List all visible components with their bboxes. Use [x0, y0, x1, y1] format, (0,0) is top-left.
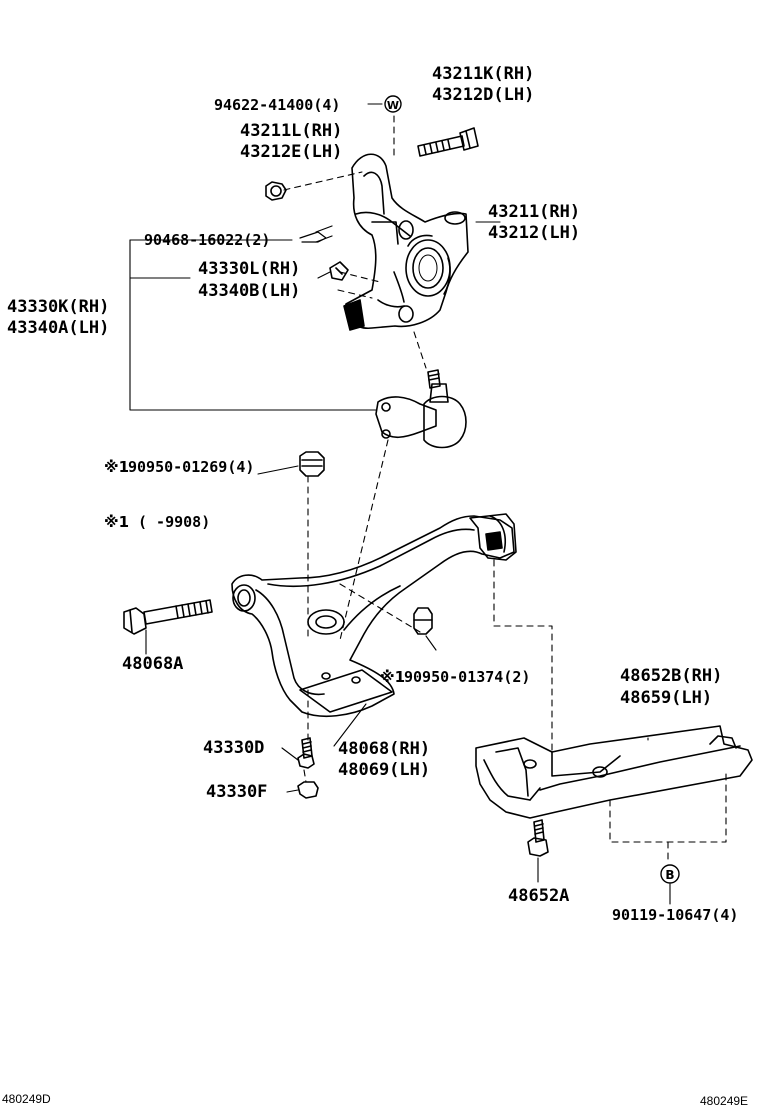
label-48069: 48069(LH)	[338, 760, 431, 780]
ball-joint-bolt	[297, 737, 315, 769]
label-90950-01374: 90950-01374(2)	[404, 668, 531, 686]
label-43340A: 43340A(LH)	[7, 318, 110, 338]
lower-control-arm	[231, 513, 517, 718]
ball-joint-clip	[329, 261, 349, 281]
b-marker-icon: B	[660, 864, 680, 884]
label-90119: 90119-10647(4)	[612, 906, 739, 924]
label-90950-01269: 90950-01269(4)	[128, 458, 255, 476]
knuckle-nut	[265, 181, 287, 201]
note-symbol-3: ※1	[380, 668, 406, 686]
label-43330D: 43330D	[203, 738, 265, 758]
label-43212: 43212(LH)	[488, 223, 581, 243]
label-43212E: 43212E(LH)	[240, 142, 343, 162]
b-marker-letter: B	[665, 868, 674, 882]
bushing-upper	[299, 451, 325, 477]
arm-bracket	[475, 725, 753, 819]
label-43212D: 43212D(LH)	[432, 85, 535, 105]
ball-joint-nut	[297, 781, 319, 799]
ball-joint	[375, 369, 467, 449]
arm-bolt	[123, 599, 213, 635]
note-symbol-1: ※1	[104, 458, 130, 476]
label-48659: 48659(LH)	[620, 688, 713, 708]
label-43330K: 43330K(RH)	[7, 297, 110, 317]
steering-knuckle-part	[343, 153, 469, 331]
label-48068A: 48068A	[122, 654, 184, 674]
label-94622: 94622-41400(4)	[214, 96, 341, 114]
label-48068: 48068(RH)	[338, 739, 431, 759]
label-90468: 90468-16022(2)	[144, 231, 271, 249]
label-48652B: 48652B(RH)	[620, 666, 723, 686]
diagram-code-right: 480249E	[700, 1094, 749, 1108]
knuckle-bolt	[417, 127, 479, 157]
label-43330F: 43330F	[206, 782, 268, 802]
label-43340B: 43340B(LH)	[198, 281, 301, 301]
label-43330L: 43330L(RH)	[198, 259, 301, 279]
label-43211L: 43211L(RH)	[240, 121, 343, 141]
w-marker-icon: W	[384, 95, 402, 113]
label-43211K: 43211K(RH)	[432, 64, 535, 84]
bushing-lower	[413, 607, 433, 635]
label-48652A: 48652A	[508, 886, 570, 906]
w-marker-letter: W	[387, 99, 399, 112]
bracket-bolt	[527, 819, 549, 857]
diagram-code-left: 480249D	[2, 1092, 51, 1106]
cotter-pin	[299, 225, 333, 243]
label-43211: 43211(RH)	[488, 202, 581, 222]
label-note-range: ( -9908)	[138, 513, 211, 531]
note-symbol-2: ※1	[104, 513, 130, 531]
